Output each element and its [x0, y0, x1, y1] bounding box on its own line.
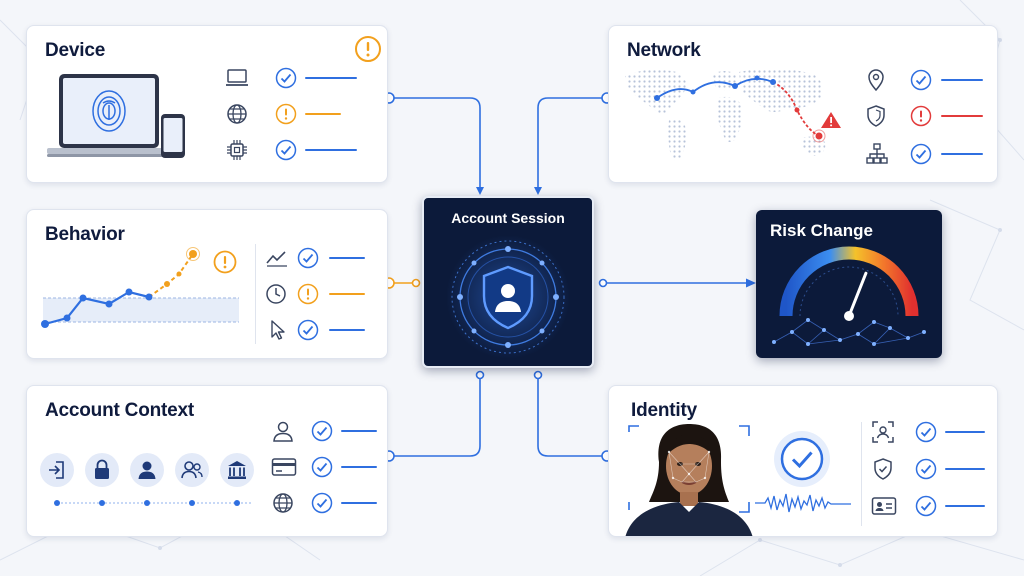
status-line — [941, 153, 983, 155]
warning-icon — [355, 36, 381, 62]
check-circle-icon — [915, 421, 937, 443]
warning-icon — [275, 103, 297, 125]
face-scan-icon — [872, 421, 894, 443]
check-circle-icon — [915, 495, 937, 517]
location-pin-icon — [868, 69, 884, 92]
behavior-row-cursor[interactable] — [265, 318, 385, 342]
check-circle-icon — [311, 456, 333, 478]
device-row-laptop[interactable] — [225, 66, 365, 90]
status-line — [305, 149, 357, 151]
behavior-trend-chart — [41, 247, 239, 328]
check-circle-icon — [297, 319, 319, 341]
network-row-shield[interactable] — [865, 104, 991, 128]
vertical-divider — [255, 244, 256, 344]
account-context-card[interactable]: Account Context — [26, 385, 388, 537]
face-portrait — [625, 424, 753, 536]
check-circle-icon — [297, 247, 319, 269]
account-session-panel[interactable]: Account Session — [422, 196, 594, 368]
check-circle-icon — [311, 420, 333, 442]
flow-dotted-line — [54, 500, 251, 506]
account-row-card[interactable] — [271, 455, 383, 479]
behavior-row-clock[interactable] — [265, 282, 385, 306]
identity-row-face[interactable] — [871, 420, 991, 444]
status-line — [305, 113, 341, 115]
world-map-route — [625, 68, 841, 161]
trend-line-icon — [266, 251, 287, 267]
laptop-fingerprint-illustration — [47, 74, 185, 158]
credit-card-icon — [271, 458, 297, 476]
identity-card[interactable]: Identity — [608, 385, 998, 537]
clock-icon — [266, 284, 286, 304]
voice-waveform — [755, 493, 851, 513]
identity-row-shield[interactable] — [871, 457, 991, 481]
laptop-icon — [226, 69, 248, 86]
globe-icon — [273, 493, 293, 513]
device-row-chip[interactable] — [225, 138, 365, 162]
risk-change-panel[interactable]: Risk Change — [756, 210, 942, 358]
check-circle-icon — [275, 139, 297, 161]
status-line — [329, 257, 365, 259]
session-shield-rings — [446, 235, 570, 359]
identity-row-id[interactable] — [871, 494, 991, 518]
chip-icon — [227, 140, 247, 160]
risk-gauge — [772, 246, 926, 346]
users-icon — [175, 453, 209, 487]
shield-check-icon — [874, 458, 892, 480]
network-card[interactable]: Network — [608, 25, 998, 183]
status-line — [941, 115, 983, 117]
status-line — [341, 466, 377, 468]
account-row-globe[interactable] — [271, 491, 383, 515]
check-circle-icon — [915, 458, 937, 480]
cursor-icon — [271, 320, 285, 340]
behavior-card[interactable]: Behavior — [26, 209, 388, 359]
identity-title: Identity — [631, 400, 697, 421]
check-circle-icon — [275, 67, 297, 89]
network-title: Network — [627, 40, 701, 61]
status-line — [305, 77, 357, 79]
warning-icon — [213, 250, 237, 274]
status-line — [341, 502, 377, 504]
behavior-row-trend[interactable] — [265, 246, 385, 270]
user-outline-icon — [273, 421, 293, 442]
status-line — [329, 329, 365, 331]
warning-icon — [297, 283, 319, 305]
id-card-icon — [871, 497, 897, 515]
risk-change-title: Risk Change — [770, 221, 873, 240]
status-line — [945, 468, 985, 470]
status-line — [329, 293, 365, 295]
device-title: Device — [45, 40, 106, 61]
check-circle-icon — [910, 143, 932, 165]
account-row-user[interactable] — [271, 419, 383, 443]
device-row-globe[interactable] — [225, 102, 365, 126]
account-session-title: Account Session — [451, 210, 565, 226]
account-flow-steps — [39, 452, 269, 512]
check-circle-icon — [910, 69, 932, 91]
login-icon — [40, 453, 74, 487]
device-card[interactable]: Device — [26, 25, 388, 183]
user-icon — [130, 453, 164, 487]
status-line — [945, 431, 985, 433]
status-line — [941, 79, 983, 81]
globe-icon — [227, 104, 247, 124]
alert-circle-icon — [910, 105, 932, 127]
status-line — [945, 505, 985, 507]
vertical-divider — [861, 422, 862, 526]
status-line — [341, 430, 377, 432]
check-circle-icon — [311, 492, 333, 514]
network-tree-icon — [866, 143, 888, 164]
account-context-title: Account Context — [45, 400, 195, 421]
lock-icon — [85, 453, 119, 487]
behavior-title: Behavior — [45, 224, 125, 245]
verified-check-icon — [774, 431, 830, 487]
shield-icon — [867, 105, 885, 127]
bank-icon — [220, 453, 254, 487]
network-row-location[interactable] — [865, 68, 991, 92]
network-row-topology[interactable] — [865, 142, 991, 166]
